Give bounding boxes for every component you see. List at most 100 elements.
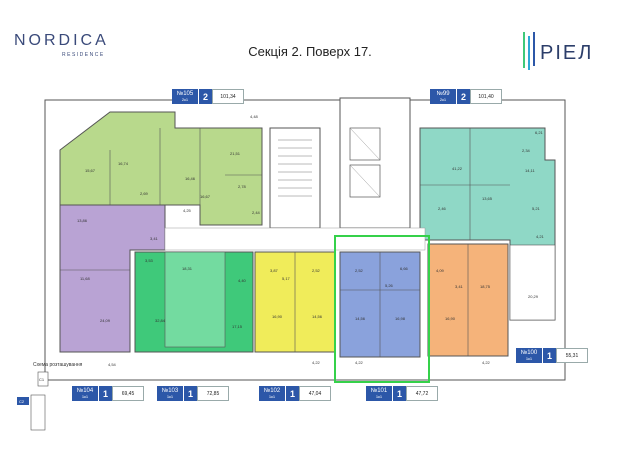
room-label: 5,21 [532, 206, 541, 211]
badge-area: 55,31 [556, 348, 588, 363]
room-label: 21,51 [230, 151, 241, 156]
green-labels: 16,74 15,67 16,46 21,51 4,48 16,67 4,25 … [85, 114, 261, 215]
badge-area: 47,04 [299, 386, 331, 401]
elevator-1 [349, 127, 381, 161]
legend-c2: C2 [19, 399, 25, 404]
room-label: 4,25 [183, 208, 192, 213]
room-label: 13,86 [77, 218, 88, 223]
room-label: 2,52 [312, 268, 321, 273]
bright-green-labels: 32,84 18,31 17,15 4,40 3,53 4,54 [108, 258, 247, 367]
stair-core [269, 127, 321, 229]
room-label: 5,17 [282, 276, 291, 281]
room-label: 18,31 [182, 266, 193, 271]
room-label: 14,11 [525, 168, 535, 173]
legend-c1: C1 [39, 377, 45, 382]
room-label: 18,75 [480, 284, 491, 289]
room-label: 41,22 [452, 166, 463, 171]
blue-labels: 2,52 6,66 5,26 14,56 16,98 4,22 [355, 266, 409, 365]
badge-area: 72,85 [197, 386, 229, 401]
room-label: 2,34 [522, 148, 531, 153]
page-title: Секція 2. Поверх 17. [248, 44, 372, 59]
room-label: 4,48 [250, 114, 259, 119]
room-label: 11,68 [80, 276, 90, 281]
selected-apartment-frame [334, 235, 430, 383]
developer-logo: PIEЛ [540, 42, 594, 64]
room-label: 3,87 [270, 268, 279, 273]
room-label: 6,21 [535, 130, 544, 135]
legend-c2-box [17, 397, 29, 405]
room-label: 2,78 [238, 184, 247, 189]
badge-rooms: 2 [198, 89, 212, 104]
building-outline [44, 99, 566, 381]
room-label: 4,21 [536, 234, 545, 239]
apartment-104-area [59, 204, 166, 353]
badge-area: 101,34 [212, 89, 244, 104]
room-label: 4,40 [238, 278, 247, 283]
room-label: 3,53 [145, 258, 154, 263]
room-label: 2,44 [252, 210, 261, 215]
room-label: 4,22 [355, 360, 364, 365]
badge-area: 101,40 [470, 89, 502, 104]
legend-c1-box [37, 371, 49, 387]
apartment-99-extra [509, 244, 556, 321]
elevator-1-x [349, 127, 381, 161]
badge-area: 47,72 [406, 386, 438, 401]
teal-labels: 41,22 14,11 13,65 20,29 6,21 2,34 5,21 4… [438, 130, 545, 299]
room-label: 4,22 [482, 360, 491, 365]
room-label: 15,67 [85, 168, 96, 173]
brand-subtitle: RESIDENCE [62, 52, 105, 58]
room-label: 20,29 [528, 294, 539, 299]
purple-labels: 13,86 11,68 24,09 3,41 [77, 218, 159, 323]
badge-rooms: 1 [392, 386, 406, 401]
room-label: 14,56 [355, 316, 366, 321]
room-label: 24,09 [100, 318, 111, 323]
badge-rooms: 1 [183, 386, 197, 401]
badge-rooms: 1 [285, 386, 299, 401]
room-label: 5,26 [385, 283, 394, 288]
room-label: 3,41 [150, 236, 159, 241]
room-label: 2,46 [438, 206, 447, 211]
room-label: 13,65 [482, 196, 493, 201]
room-label: 2,69 [140, 191, 149, 196]
room-label: 16,67 [200, 194, 211, 199]
badge-rooms: 2 [456, 89, 470, 104]
room-label: 17,15 [232, 324, 243, 329]
corridor [164, 227, 426, 251]
room-label: 16,74 [118, 161, 129, 166]
room-label: 32,84 [155, 318, 166, 323]
badge-rooms: 1 [98, 386, 112, 401]
brand-logo: NORDICA [14, 32, 109, 49]
riel-logo-icon [523, 32, 535, 70]
apartment-103-terrace [164, 251, 226, 348]
elevator-2-x [349, 164, 381, 198]
badge-rooms: 1 [542, 348, 556, 363]
yellow-labels: 16,90 14,56 3,87 5,17 2,52 4,22 [270, 268, 323, 365]
orange-labels: 4,09 16,90 18,75 4,22 3,41 [436, 268, 491, 365]
room-label: 4,09 [436, 268, 445, 273]
room-label: 16,98 [395, 316, 406, 321]
legend-c2-shape [30, 394, 46, 431]
stair-steps [278, 139, 312, 197]
room-label: 2,52 [355, 268, 364, 273]
room-dividers [60, 128, 510, 357]
badge-area: 69,45 [112, 386, 144, 401]
elevator-shaft [339, 97, 411, 229]
room-label: 16,90 [445, 316, 456, 321]
room-label: 4,22 [312, 360, 321, 365]
room-label: 16,90 [272, 314, 283, 319]
